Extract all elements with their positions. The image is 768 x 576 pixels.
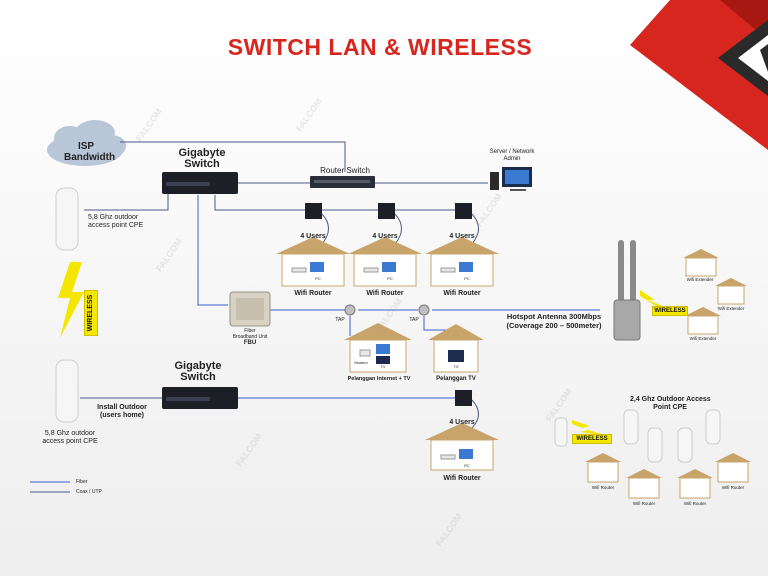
- wifi-router-label: Wifi Router: [294, 290, 332, 297]
- page-title: SWITCH LAN & WIRELESS: [227, 34, 533, 60]
- switch-bottom-line1: Gigabyte: [174, 360, 222, 372]
- users-label: 4 Users: [449, 233, 475, 240]
- lightning-link-icon: [58, 262, 84, 338]
- isp-label-line1: ISP: [77, 141, 95, 152]
- fbu-label: Fiber Broadband Unit FBU: [220, 328, 280, 346]
- tv-label: TV: [453, 364, 459, 369]
- wireless-vertical-text: WIRELESS: [87, 294, 94, 332]
- pelanggan-internet-tv-label: Pelanggan Internet + TV: [347, 376, 411, 382]
- gigabyte-switch-top-icon: [162, 172, 238, 194]
- wifi-extender-label: Wifi Extender: [717, 306, 745, 311]
- pc-label: PC: [315, 276, 321, 281]
- pelanggan-tv-label: Pelanggan TV: [436, 376, 476, 382]
- hotspot-line2: (Coverage 200 – 500meter): [506, 321, 602, 330]
- wifi-extender-label: Wifi Extender: [686, 277, 714, 282]
- fbu-unit-icon: [229, 291, 271, 327]
- server-label-line1: Server / Network: [489, 149, 535, 155]
- users-label: 4 Users: [372, 233, 398, 240]
- ap-cpe-24-line1: 2,4 Ghz Outdoor Access: [630, 396, 711, 403]
- router-switch-label: Router Switch: [320, 166, 370, 175]
- fbu-line2: Broadband Unit: [232, 334, 268, 340]
- pc-label: PC: [464, 463, 470, 468]
- gigabyte-switch-bottom-icon: [162, 387, 238, 409]
- wifi-router-label: Wifi Router: [721, 485, 745, 490]
- users-label: 4 Users: [300, 233, 326, 240]
- isp-label-line2: Bandwidth: [64, 152, 116, 163]
- tap-icons: [344, 304, 430, 316]
- connection-lines: [30, 141, 600, 493]
- wifi-router-label: Wifi Router: [632, 501, 656, 506]
- switch-bottom-label: Gigabyte Switch: [168, 361, 228, 383]
- hotspot-antenna-label: Hotspot Antenna 300Mbps (Coverage 200 – …: [496, 312, 612, 330]
- switch-top-label: Gigabyte Switch: [174, 148, 230, 170]
- modem-label: Modem: [354, 360, 368, 365]
- outdoor-cpe-bottom-icon: [55, 359, 79, 423]
- wifi-router-label: Wifi Router: [591, 485, 615, 490]
- pc-label: PC: [387, 276, 393, 281]
- tap-label: TAP: [409, 317, 419, 323]
- ap-cpe-24-label: 2,4 Ghz Outdoor Access Point CPE: [630, 396, 711, 412]
- cpe-bottom-line1: 5,8 Ghz outdoor: [44, 430, 96, 437]
- install-outdoor-label: Install Outdoor (users home): [86, 404, 158, 420]
- install-outdoor-line1: Install Outdoor: [97, 404, 147, 411]
- cpe-bottom-label: 5,8 Ghz outdoor access point CPE: [30, 430, 110, 446]
- ap-cpe-24-icons: [554, 409, 721, 463]
- wireless-hotspot-badge: WIRELESS: [652, 306, 688, 316]
- wifi-router-label: Wifi Router: [366, 290, 404, 297]
- server-label-line2: Admin: [503, 156, 521, 162]
- wifi-router-label: Wifi Router: [443, 290, 481, 297]
- wifi-extender-label: Wifi Extender: [689, 336, 717, 341]
- brand-corner-decoration: [630, 0, 768, 150]
- router-switch-icon: [310, 176, 375, 188]
- pc-label: PC: [464, 276, 470, 281]
- switch-top-line2: Switch: [184, 158, 220, 170]
- wireless-bottom-badge: WIRELESS: [572, 434, 612, 444]
- ap-cpe-24-line2: Point CPE: [653, 404, 687, 411]
- cpe-bottom-line2: access point CPE: [42, 438, 98, 445]
- wifi-router-label: Wifi Router: [683, 501, 707, 506]
- cpe-top-line1: 5,8 Ghz outdoor: [88, 214, 139, 221]
- small-routers: [305, 203, 479, 429]
- cpe-top-label: 5,8 Ghz outdoor access point CPE: [88, 214, 143, 230]
- isp-cloud-icon: [47, 120, 126, 166]
- legend-coax-label: Coax / UTP: [76, 489, 102, 495]
- install-outdoor-line2: (users home): [100, 412, 144, 419]
- switch-bottom-line2: Switch: [180, 371, 216, 383]
- wifi-router-label: Wifi Router: [443, 475, 481, 482]
- legend-fiber-label: Fiber: [76, 479, 88, 485]
- wireless-vertical-badge: WIRELESS: [84, 290, 98, 336]
- users-label: 4 Users: [449, 419, 475, 426]
- server-label: Server / Network Admin: [482, 149, 542, 163]
- server-computer-icon: [490, 167, 532, 191]
- fbu-line1: Fiber: [244, 328, 256, 334]
- tap-label: TAP: [335, 317, 345, 323]
- hotspot-line1: Hotspot Antenna 300Mbps: [506, 312, 602, 321]
- fbu-line3: FBU: [243, 340, 257, 346]
- tv-label: TV: [380, 364, 386, 369]
- outdoor-cpe-top-icon: [55, 187, 79, 251]
- isp-label: ISP Bandwidth: [64, 141, 116, 163]
- switch-top-line1: Gigabyte: [178, 147, 226, 159]
- cpe-top-line2: access point CPE: [88, 222, 144, 229]
- router-pc-icons: [291, 262, 473, 460]
